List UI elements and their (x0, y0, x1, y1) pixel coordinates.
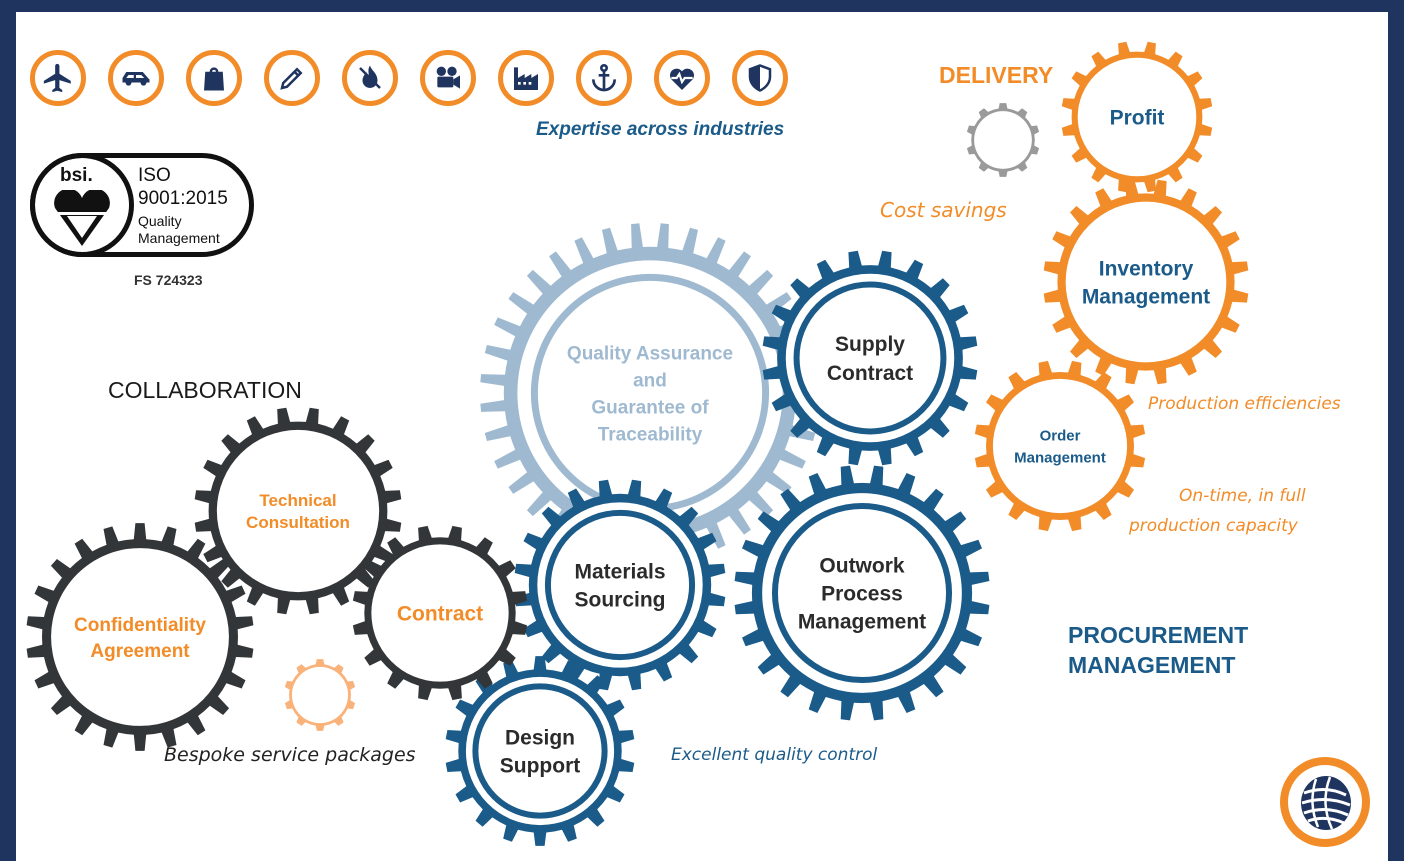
small-grey-gear (966, 103, 1040, 177)
bsi-logo-text: bsi. (60, 165, 93, 186)
procurement-heading-line2: MANAGEMENT (1068, 652, 1236, 678)
materials-sourcing-label-2: Sourcing (574, 589, 665, 612)
expertise-caption: Expertise across industries (536, 119, 785, 140)
factory-icon (498, 50, 554, 106)
on-time-note-line1: On-time, in full (1179, 486, 1306, 506)
confidentiality-agreement-label-2: Agreement (90, 641, 190, 662)
iso-standard: 9001:2015 (138, 188, 228, 209)
on-time-note-line2: production capacity (1129, 516, 1298, 536)
order-management-label-2: Management (1014, 449, 1106, 466)
production-efficiencies-note: Production efficiencies (1148, 394, 1341, 414)
collaboration-heading: COLLABORATION (108, 377, 302, 403)
procurement-heading-line1: PROCUREMENT (1068, 622, 1249, 648)
profit-label-1: Profit (1110, 107, 1165, 130)
shield-icon (732, 50, 788, 106)
bespoke-packages-note: Bespoke service packages (164, 744, 416, 766)
materials-sourcing-label-1: Materials (574, 561, 665, 584)
quality-assurance-label-4: Traceability (598, 424, 703, 445)
outwork-process-label-3: Management (798, 611, 926, 634)
heart-pulse-icon (654, 50, 710, 106)
outwork-process-label-2: Process (821, 583, 903, 606)
globe-logo-icon (1280, 757, 1370, 847)
profit-gear: Profit (1061, 41, 1213, 193)
shopping-bag-icon (186, 50, 242, 106)
bsi-kitemark-icon (54, 190, 110, 246)
iso-label: ISO (138, 165, 171, 186)
quality-assurance-label-1: Quality Assurance (567, 343, 733, 364)
cost-savings-note: Cost savings (880, 198, 1007, 222)
delivery-heading: DELIVERY (939, 62, 1054, 88)
supply-contract-label-2: Contract (827, 362, 913, 385)
design-support-label-1: Design (505, 727, 575, 750)
small-peach-gear (284, 659, 356, 731)
contract-gear: Contract (352, 525, 528, 701)
iso-quality: Quality (138, 213, 182, 229)
cert-number: FS 724323 (134, 272, 203, 288)
technical-consultation-label-2: Consultation (246, 513, 350, 532)
car-icon (108, 50, 164, 106)
outwork-process-label-1: Outwork (819, 555, 904, 578)
anchor-icon (576, 50, 632, 106)
pencil-icon (264, 50, 320, 106)
confidentiality-agreement-label-1: Confidentiality (74, 615, 206, 636)
quality-assurance-label-3: Guarantee of (591, 397, 709, 418)
order-management-label-1: Order (1040, 427, 1081, 444)
design-support-label-2: Support (500, 755, 580, 778)
iso-certification-badge: bsi. ISO 9001:2015 Quality Management (30, 153, 254, 257)
quality-assurance-label-2: and (633, 370, 667, 391)
iso-management: Management (138, 230, 220, 246)
film-camera-icon (420, 50, 476, 106)
flame-icon (342, 50, 398, 106)
inventory-management-label-2: Management (1082, 286, 1210, 309)
bsi-logo-icon: bsi. (30, 153, 134, 257)
technical-consultation-label-1: Technical (259, 491, 336, 510)
excellent-quality-note: Excellent quality control (671, 745, 878, 765)
supply-contract-label-1: Supply (835, 333, 905, 356)
airplane-icon (30, 50, 86, 106)
contract-label-1: Contract (397, 603, 483, 626)
inventory-management-label-1: Inventory (1099, 258, 1194, 281)
